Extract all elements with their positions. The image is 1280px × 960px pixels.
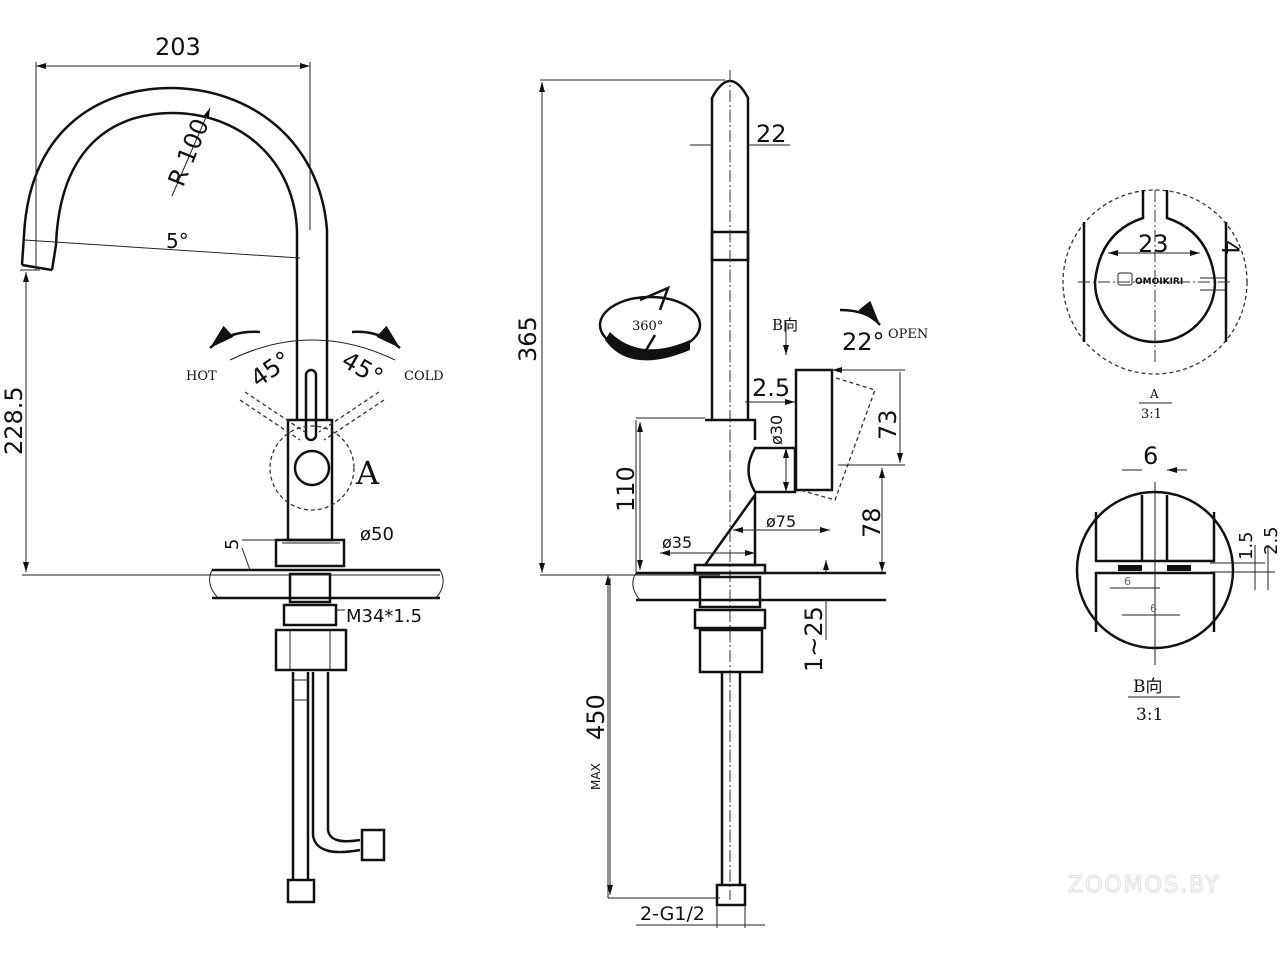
thread-dim: M34*1.5	[346, 606, 422, 627]
detail-a: 23 4 OMOIKIRI A 3:1	[1062, 189, 1248, 422]
open-label: OPEN	[888, 327, 928, 342]
detail-b-label: B向	[1133, 677, 1163, 697]
hot-label: HOT	[186, 369, 217, 384]
detail-a-label: A	[1149, 387, 1159, 401]
handle-diameter-dim: ø30	[767, 415, 786, 445]
open-angle: 22°	[842, 328, 885, 356]
hose-length-prefix: MAX	[589, 763, 603, 790]
detail-a-width-dim: 23	[1138, 230, 1169, 258]
hose-thread-dim: 2-G1/2	[640, 903, 705, 925]
open-arrow-icon	[839, 300, 881, 326]
detail-b-inner-dim-2: 6	[1150, 602, 1157, 615]
spout-outer	[20, 86, 329, 420]
detail-b-gap-dim-2: 2.5	[1261, 526, 1280, 555]
counter-thickness-dim: 1~25	[800, 606, 828, 672]
brand-logo-icon	[1117, 272, 1133, 286]
body-height-dim: 110	[612, 466, 640, 512]
detail-b-gap-dim-1: 1.5	[1236, 531, 1257, 560]
watermark: ZOOMOS.BY	[1068, 873, 1220, 898]
handle-reach-dim: ø75	[766, 512, 796, 531]
side-handle	[794, 368, 834, 492]
b-view-marker: B向	[772, 316, 798, 334]
detail-a-scale: 3:1	[1141, 407, 1162, 422]
total-height-dim: 365	[514, 316, 542, 362]
spout-inner	[50, 111, 299, 420]
rotation-label: 360°	[632, 319, 663, 334]
offset-dim: 2.5	[752, 374, 790, 402]
brand-logo: OMOIKIRI	[1135, 277, 1183, 287]
base-height-dim: 5	[222, 539, 243, 550]
radius-dim: R 100	[163, 115, 215, 191]
handle-base-height-dim: 78	[858, 507, 886, 538]
height-dim-228: 228.5	[0, 386, 28, 455]
hot-angle: 45°	[245, 346, 296, 393]
detail-b-scale: 3:1	[1136, 705, 1163, 725]
front-view: 203 R 100 5° 228.5 HOT COLD 45° 45° A 5 …	[0, 33, 444, 904]
detail-b-inner-dim-1: 6	[1124, 575, 1131, 588]
mount-nut	[274, 628, 348, 672]
hose-length-dim: 450	[582, 694, 610, 740]
cold-angle: 45°	[337, 346, 388, 392]
side-view: 365 22 360° B向 OPEN 22° 2.5 ø30 73 110 ø…	[514, 70, 928, 928]
body-diameter-dim: ø35	[662, 533, 692, 552]
spout-diameter-dim: 22	[756, 120, 787, 148]
detail-a-depth-dim: 4	[1216, 240, 1244, 255]
base-diameter-dim: ø50	[360, 524, 394, 545]
detail-b-slot-dim: 6	[1143, 442, 1158, 470]
detail-b: 6 1.5 2.5 6 6 B向 3:1	[1075, 442, 1280, 725]
cold-label: COLD	[404, 369, 444, 384]
handle-height-dim: 73	[874, 409, 902, 440]
spout-angle: 5°	[166, 229, 189, 253]
width-dim-203: 203	[155, 33, 201, 61]
detail-a-marker: A	[355, 454, 380, 492]
supply-hoses	[286, 672, 386, 904]
